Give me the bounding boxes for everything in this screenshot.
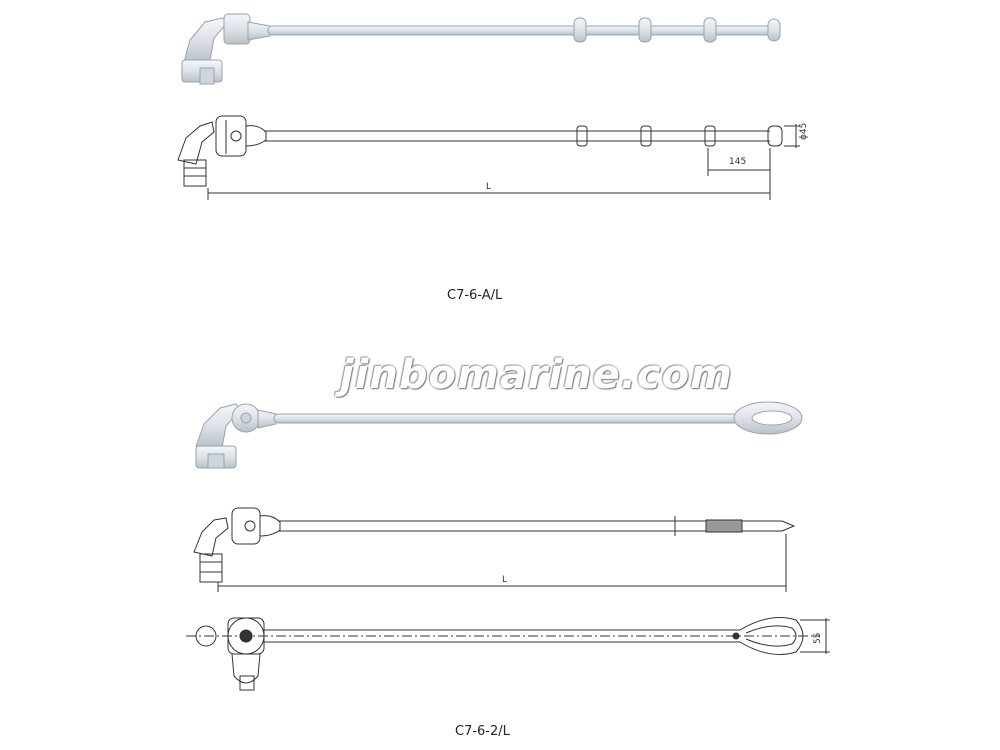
rod-plan-eye <box>186 617 830 691</box>
rod-line-threaded <box>193 507 796 592</box>
rod-3d-collars <box>181 13 781 85</box>
watermark: jinbomarine.com <box>340 352 733 398</box>
rod-3d-eye <box>195 401 803 469</box>
dim-mid-length-label: L <box>502 575 507 585</box>
dim-top-length-label: L <box>486 182 491 192</box>
dim-eye-width-label: 55 <box>813 633 823 644</box>
dim-diameter-label: ϕ45 <box>799 123 809 140</box>
rod-line-collars <box>177 115 800 200</box>
top-caption: C7-6-A/L <box>447 288 503 303</box>
dim-spacing-label: 145 <box>729 157 746 167</box>
bottom-caption: C7-6-2/L <box>455 724 510 739</box>
